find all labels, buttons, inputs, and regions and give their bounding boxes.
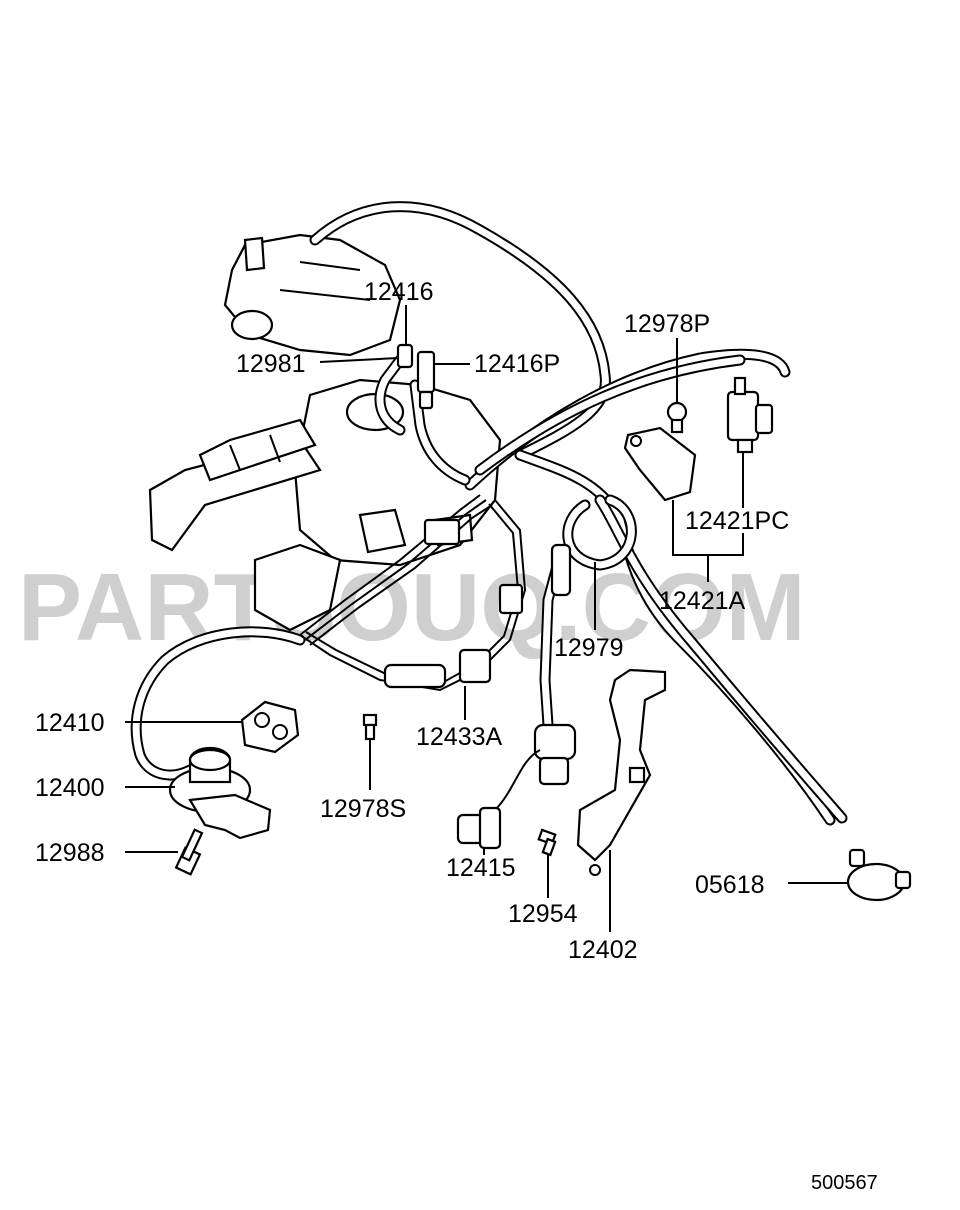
label-12988: 12988 [35, 839, 105, 867]
label-12410: 12410 [35, 709, 105, 737]
bracket-12421A [623, 426, 697, 502]
label-12978P: 12978P [624, 310, 710, 338]
label-12400: 12400 [35, 774, 105, 802]
filter-12979 [550, 543, 572, 597]
label-12979: 12979 [554, 634, 624, 662]
egr-valve-12400 [168, 746, 272, 840]
label-12416: 12416 [364, 278, 434, 306]
bracket-12402 [576, 668, 667, 876]
leader-lines [125, 305, 848, 932]
solenoid-valve-12421PC [726, 376, 774, 454]
label-12415: 12415 [446, 854, 516, 882]
gasket-12410 [240, 700, 300, 754]
bolt-12954 [537, 828, 557, 857]
vacuum-fitting-12416 [396, 343, 436, 410]
label-12402: 12402 [568, 936, 638, 964]
label-12421A: 12421A [659, 587, 746, 615]
clamp-05618 [846, 848, 912, 902]
label-12416P: 12416P [474, 350, 560, 378]
bolt-12978P [666, 401, 688, 434]
bolt-12978S [362, 713, 378, 741]
bolt-12988 [174, 828, 204, 876]
part-labels: 12416 12981 12416P 12978P 12421PC 12421A… [35, 278, 789, 964]
label-12954: 12954 [508, 900, 578, 928]
vacuum-hoses [130, 201, 848, 826]
label-12978S: 12978S [320, 795, 406, 823]
diagram-reference: 500567 [811, 1172, 878, 1194]
watermark: PARTSOUQ.COM [18, 554, 806, 661]
label-12981: 12981 [236, 350, 306, 378]
label-05618: 05618 [695, 871, 765, 899]
sensor-12415 [456, 723, 577, 850]
wiring-harness [299, 494, 527, 692]
label-12421PC: 12421PC [685, 507, 789, 535]
label-12433A: 12433A [416, 723, 503, 751]
